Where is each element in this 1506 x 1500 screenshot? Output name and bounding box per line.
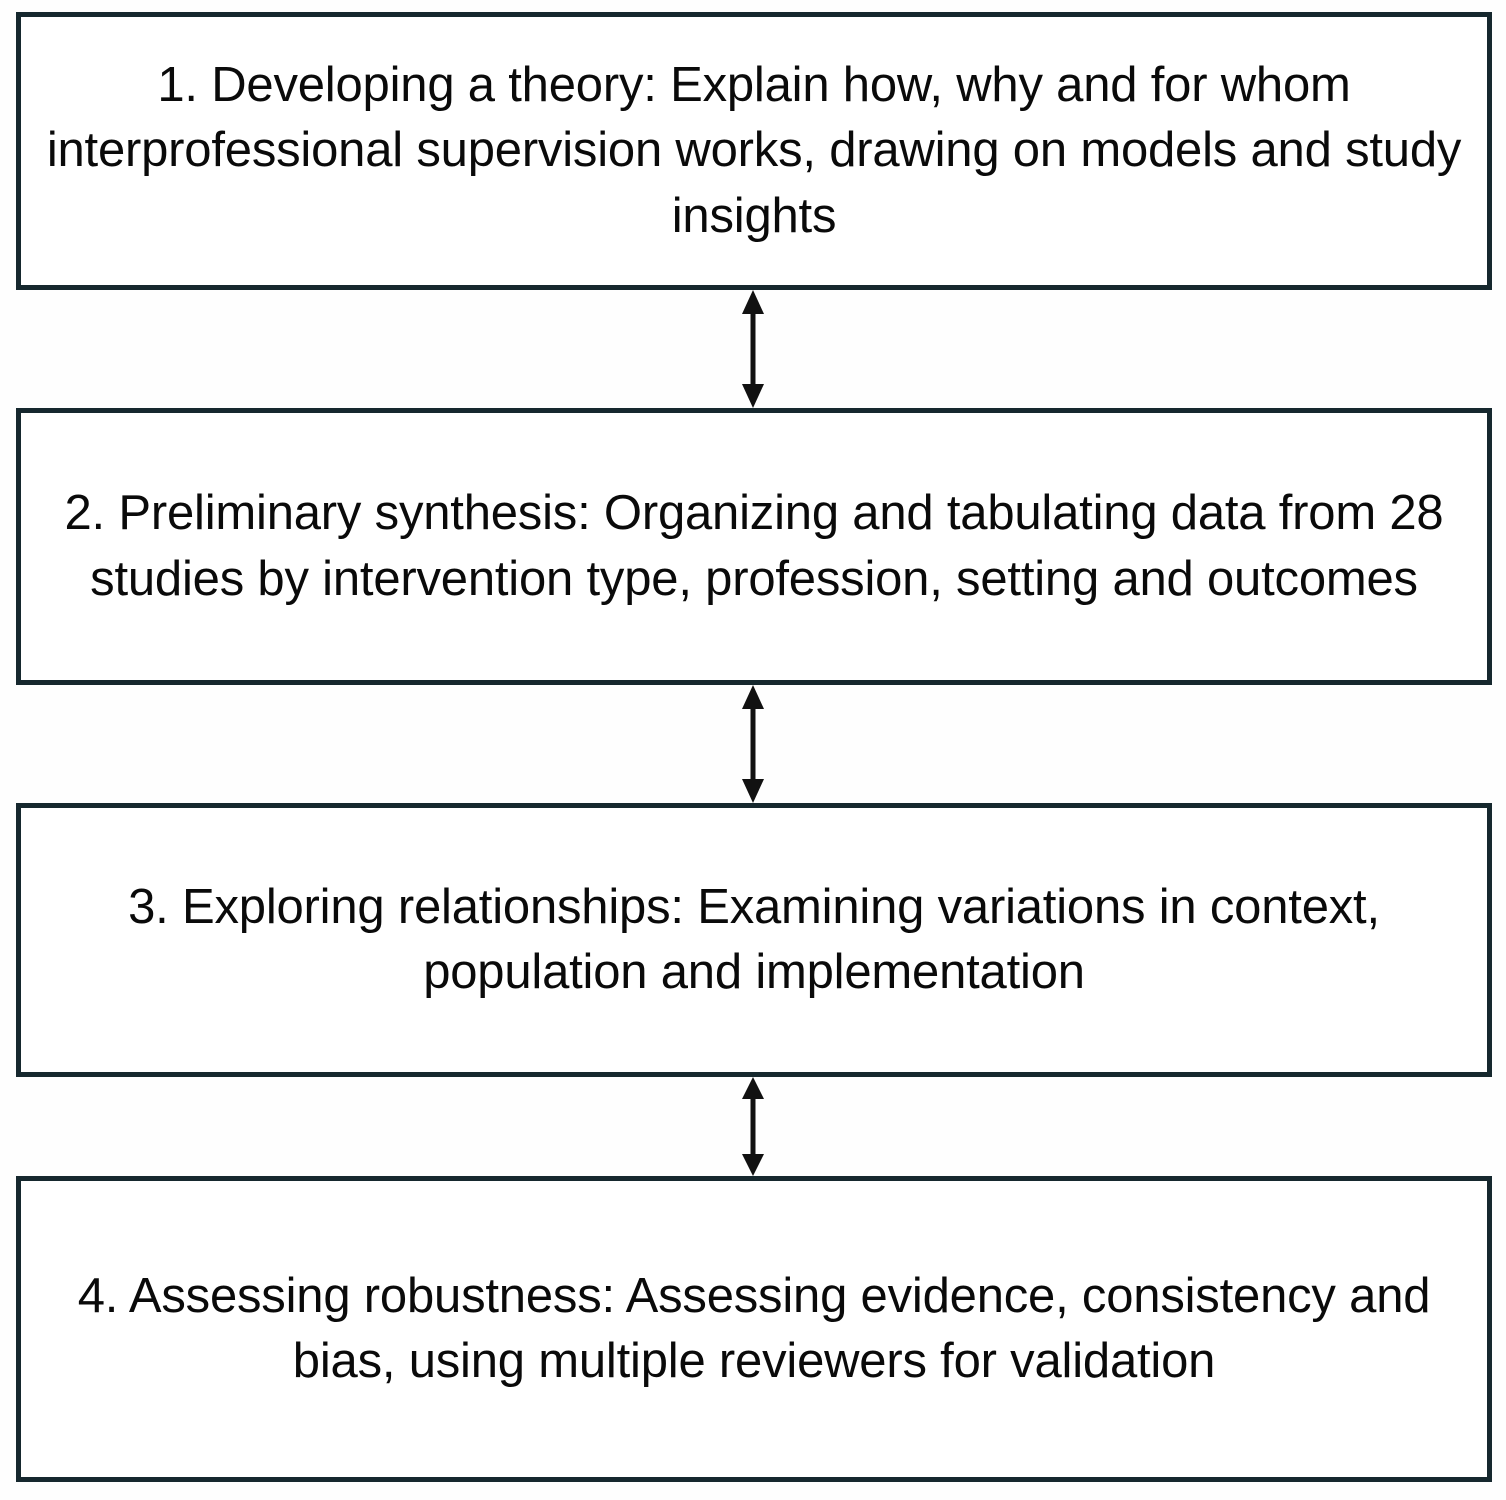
connector-arrow-node1-node2 <box>742 290 764 408</box>
flow-node-4-label: 4. Assessing robustness: Assessing evide… <box>77 1268 1431 1388</box>
flow-node-3: 3. Exploring relationships: Examining va… <box>16 803 1492 1077</box>
flow-node-3-label: 3. Exploring relationships: Examining va… <box>128 879 1380 999</box>
connector-arrow-node2-node3 <box>742 685 764 803</box>
flow-node-4: 4. Assessing robustness: Assessing evide… <box>16 1176 1492 1482</box>
flow-node-2-label: 2. Preliminary synthesis: Organizing and… <box>64 486 1444 606</box>
connector-arrow-node3-node4 <box>742 1077 764 1176</box>
flow-node-1-label: 1. Developing a theory: Explain how, why… <box>46 58 1462 243</box>
flow-node-1: 1. Developing a theory: Explain how, why… <box>16 12 1492 290</box>
flow-node-2: 2. Preliminary synthesis: Organizing and… <box>16 408 1492 685</box>
